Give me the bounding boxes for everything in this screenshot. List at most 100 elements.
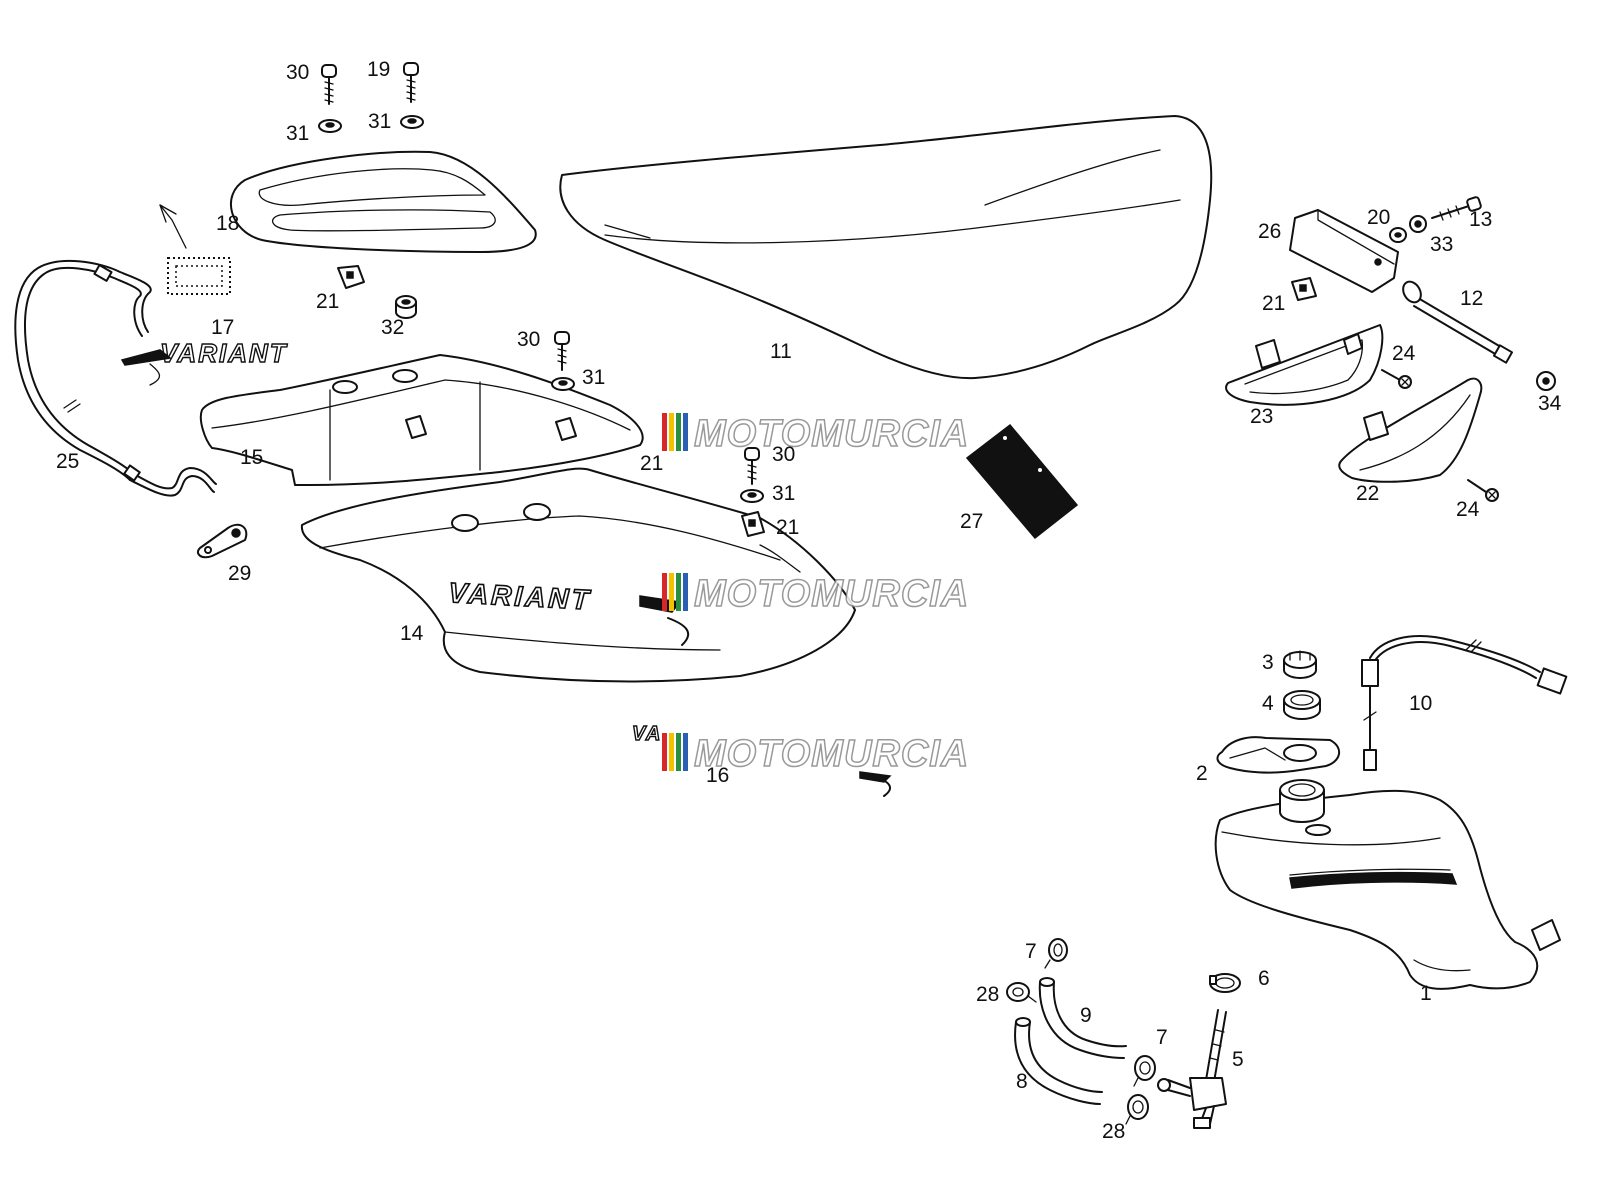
label-14: 14: [400, 622, 424, 645]
fuel-tap-5: [1157, 1009, 1227, 1129]
label-32: 32: [381, 316, 404, 339]
clip-21-upper: [337, 265, 365, 289]
sticker-27: [965, 423, 1079, 540]
label-24: 24: [1392, 342, 1416, 365]
label-24: 24: [1456, 498, 1480, 521]
watermark-stripe: [662, 573, 667, 611]
fuel-cap-3: [1283, 650, 1317, 679]
label-28: 28: [1102, 1120, 1125, 1143]
seat-part: [559, 115, 1213, 380]
bracket-29: [196, 523, 248, 559]
washer-31-middle-left: [551, 377, 575, 391]
label-31: 31: [772, 482, 795, 505]
label-22: 22: [1356, 482, 1379, 505]
watermark-stripe: [669, 413, 674, 451]
label-34: 34: [1538, 392, 1562, 415]
bolt-30-middle-right: [744, 447, 760, 485]
plate-holder-17: [159, 204, 231, 295]
label-31: 31: [286, 122, 309, 145]
watermark-stripe: [676, 573, 681, 611]
label-33: 33: [1430, 233, 1453, 256]
label-19: 19: [367, 58, 390, 81]
watermark-stripe: [683, 573, 688, 611]
label-17: 17: [211, 316, 234, 339]
axle-12: [1402, 280, 1514, 364]
watermark-stripe: [676, 413, 681, 451]
watermark-top: MOTOMURCIA: [662, 412, 969, 456]
svg-text:VARIANT: VARIANT: [160, 338, 288, 368]
label-9: 9: [1080, 1004, 1092, 1027]
bolt-19: [403, 62, 419, 103]
label-28: 28: [976, 983, 999, 1006]
label-31: 31: [582, 366, 605, 389]
fuel-sender-10: [1361, 635, 1568, 771]
label-4: 4: [1262, 692, 1274, 715]
watermark-stripe: [662, 413, 667, 451]
clamp-28-lower: [1125, 1094, 1149, 1125]
clamp-7-upper: [1044, 938, 1068, 969]
label-21: 21: [776, 516, 799, 539]
clamp-7-lower: [1133, 1055, 1156, 1087]
bracket-2: [1216, 736, 1341, 774]
label-21: 21: [640, 452, 663, 475]
spacer-32: [395, 295, 417, 319]
watermark-stripe: [676, 733, 681, 771]
label-16: 16: [706, 764, 729, 787]
label-13: 13: [1469, 208, 1492, 231]
label-30: 30: [517, 328, 540, 351]
label-20: 20: [1367, 206, 1390, 229]
label-2: 2: [1196, 762, 1208, 785]
label-10: 10: [1409, 692, 1432, 715]
label-29: 29: [228, 562, 251, 585]
watermark-bottom: MOTOMURCIA: [662, 732, 969, 776]
clip-21-right: [1291, 277, 1317, 301]
label-27: 27: [960, 510, 983, 533]
bolt-30-middle-left: [554, 331, 570, 371]
watermark-stripe: [683, 413, 688, 451]
side-cover-23: [1225, 324, 1384, 406]
hose-8: [1014, 1017, 1103, 1105]
hose-9: [1038, 977, 1127, 1059]
label-7: 7: [1156, 1026, 1168, 1049]
label-15: 15: [240, 446, 263, 469]
rear-grab-rack-part: [229, 150, 537, 253]
label-12: 12: [1460, 287, 1483, 310]
washer-20: [1389, 227, 1407, 243]
label-1: 1: [1420, 982, 1432, 1005]
label-26: 26: [1258, 220, 1281, 243]
screw-24-lower: [1467, 479, 1499, 502]
svg-text:MOTOMURCIA: MOTOMURCIA: [694, 413, 969, 455]
watermark-stripe: [669, 573, 674, 611]
label-8: 8: [1016, 1070, 1028, 1093]
svg-text:VA: VA: [632, 723, 662, 745]
decal-16: VA: [631, 722, 892, 797]
washer-31-top-left: [318, 119, 342, 133]
label-3: 3: [1262, 651, 1274, 674]
rear-upper-panel-15: [199, 354, 644, 486]
decal-variant-upper: VARIANT: [120, 337, 288, 386]
hinge-26: [1289, 209, 1399, 293]
washer-31-top-right: [400, 115, 424, 129]
watermark-middle: MOTOMURCIA: [662, 572, 969, 616]
filler-ring-4: [1283, 690, 1321, 720]
label-31: 31: [368, 110, 391, 133]
side-cover-22: [1338, 377, 1483, 483]
label-18: 18: [216, 212, 239, 235]
clamp-28-upper: [1006, 982, 1037, 1003]
watermark-stripe: [669, 733, 674, 771]
label-6: 6: [1258, 967, 1270, 990]
bolt-30-top: [321, 64, 337, 105]
fuel-tank-1: [1214, 779, 1561, 990]
grab-rail-25: [14, 259, 217, 497]
washer-31-middle-right: [740, 489, 764, 503]
screw-24-upper: [1381, 369, 1412, 389]
clamp-6: [1209, 973, 1241, 993]
clip-21-middle: [741, 511, 765, 537]
label-23: 23: [1250, 405, 1273, 428]
nut-33: [1409, 215, 1427, 233]
label-5: 5: [1232, 1048, 1244, 1071]
svg-text:VARIANT: VARIANT: [448, 577, 593, 615]
svg-text:MOTOMURCIA: MOTOMURCIA: [694, 733, 969, 775]
nut-34: [1536, 371, 1556, 391]
